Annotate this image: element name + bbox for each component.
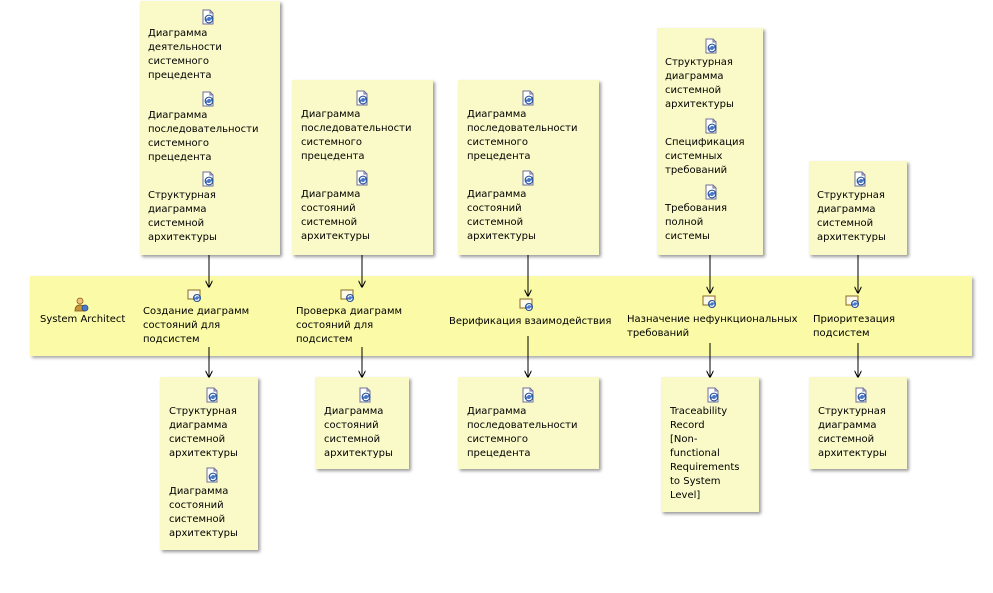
task-label: Создание диаграмм состояний для подсисте… (143, 306, 250, 345)
artifact-item[interactable]: Диаграмма состояний системной архитектур… (169, 467, 255, 541)
swimlane (30, 276, 972, 356)
artifact-label: Диаграмма деятельности системного прецед… (148, 28, 222, 81)
artifact-label: Диаграмма последовательности системного … (467, 406, 578, 459)
task-label: Приоритезация подсистем (813, 314, 896, 339)
output-card-5[interactable]: Структурная диаграмма системной архитект… (809, 377, 907, 469)
artifact-label: Структурная диаграмма системной архитект… (169, 406, 238, 459)
output-card-3[interactable]: Диаграмма последовательности системного … (458, 377, 599, 469)
artifact-item[interactable]: Структурная диаграмма системной архитект… (817, 171, 903, 245)
output-card-2[interactable]: Диаграмма состояний системной архитектур… (315, 377, 409, 469)
artifact-label: Спецификация системных требований (665, 137, 745, 176)
artifact-label: Требования полной системы (665, 203, 727, 242)
artifact-label: Диаграмма состояний системной архитектур… (301, 189, 370, 242)
input-card-2[interactable]: Диаграмма последовательности системного … (292, 80, 433, 255)
task-label: Назначение нефункциональных требований (627, 314, 798, 339)
artifact-label: Traceability Record [Non- functional Req… (670, 406, 740, 501)
artifact-item[interactable]: Диаграмма последовательности системного … (148, 91, 268, 165)
task-create-state-diagrams[interactable]: Создание диаграмм состояний для подсисте… (143, 287, 273, 347)
artifact-label: Диаграмма состояний системной архитектур… (324, 406, 393, 459)
artifact-item[interactable]: Структурная диаграмма системной архитект… (169, 387, 255, 461)
task-label: Проверка диаграмм состояний для подсисте… (296, 306, 403, 345)
artifact-item[interactable]: Структурная диаграмма системной архитект… (665, 38, 757, 112)
task-prioritize-subsystems[interactable]: Приоритезация подсистем (813, 293, 913, 343)
artifact-label: Диаграмма состояний системной архитектур… (169, 486, 238, 539)
artifact-item[interactable]: Структурная диаграмма системной архитект… (818, 387, 904, 461)
output-card-1[interactable]: Структурная диаграмма системной архитект… (160, 377, 258, 550)
output-card-4[interactable]: Traceability Record [Non- functional Req… (661, 377, 759, 512)
artifact-item[interactable]: Диаграмма состояний системной архитектур… (467, 170, 589, 244)
artifact-label: Диаграмма последовательности системного … (148, 110, 259, 163)
artifact-label: Диаграмма последовательности системного … (301, 109, 412, 162)
artifact-item[interactable]: Требования полной системы (665, 184, 757, 244)
input-card-5[interactable]: Структурная диаграмма системной архитект… (809, 161, 907, 255)
artifact-item[interactable]: Структурная диаграмма системной архитект… (148, 171, 268, 245)
task-label: Верификация взаимодействия (449, 316, 612, 327)
artifact-label: Структурная диаграмма системной архитект… (148, 190, 217, 243)
artifact-item[interactable]: Диаграмма последовательности системного … (301, 90, 423, 164)
artifact-label: Диаграмма последовательности системного … (467, 109, 578, 162)
input-card-1[interactable]: Диаграмма деятельности системного прецед… (140, 1, 280, 255)
input-card-3[interactable]: Диаграмма последовательности системного … (458, 80, 599, 255)
artifact-item[interactable]: Диаграмма деятельности системного прецед… (148, 9, 268, 83)
artifact-item[interactable]: Диаграмма последовательности системного … (467, 90, 589, 164)
artifact-item[interactable]: Диаграмма состояний системной архитектур… (324, 387, 406, 461)
task-verify-state-diagrams[interactable]: Проверка диаграмм состояний для подсисте… (296, 287, 426, 347)
artifact-item[interactable]: Traceability Record [Non- functional Req… (670, 387, 756, 503)
artifact-label: Структурная диаграмма системной архитект… (665, 57, 734, 110)
artifact-label: Диаграмма состояний системной архитектур… (467, 189, 536, 242)
task-assign-nonfunctional[interactable]: Назначение нефункциональных требований (627, 293, 807, 343)
artifact-label: Структурная диаграмма системной архитект… (818, 406, 887, 459)
input-card-4[interactable]: Структурная диаграмма системной архитект… (657, 28, 763, 255)
task-verify-interaction[interactable]: Верификация взаимодействия (449, 296, 619, 336)
artifact-item[interactable]: Диаграмма последовательности системного … (467, 387, 589, 461)
actor-label: System Architect (40, 314, 126, 325)
artifact-label: Структурная диаграмма системной архитект… (817, 190, 886, 243)
artifact-item[interactable]: Спецификация системных требований (665, 118, 757, 178)
artifact-item[interactable]: Диаграмма состояний системной архитектур… (301, 170, 423, 244)
